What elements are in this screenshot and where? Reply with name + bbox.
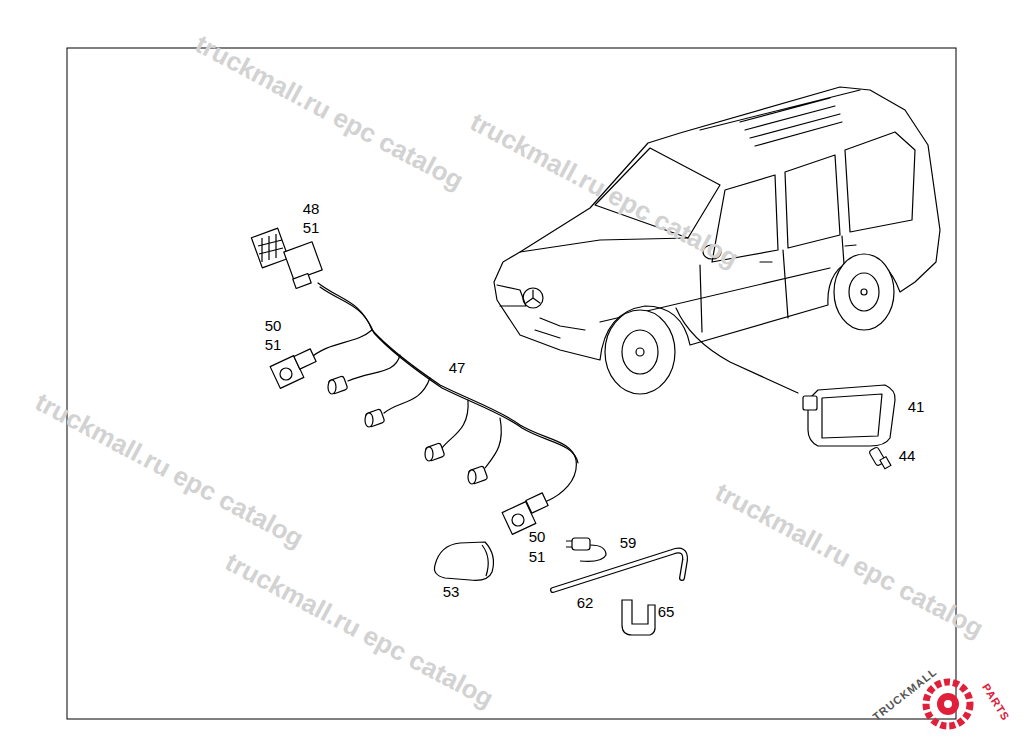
side-marker-lamp (803, 385, 895, 446)
connectors (251, 228, 548, 534)
watermark-text: truckmall.ru epc catalog (222, 548, 498, 711)
logo-text: PARTS (980, 682, 1011, 723)
callout-number: 62 (577, 595, 594, 610)
callout-number: 44 (899, 448, 916, 463)
callout-number: 50 (529, 529, 546, 544)
frame (67, 48, 956, 719)
watermark-text: truckmall.ru epc catalog (32, 388, 308, 551)
callout-number: 51 (265, 337, 282, 352)
wiring-harness (308, 283, 578, 502)
callout-number: 53 (443, 584, 460, 599)
callout-number: 59 (620, 535, 637, 550)
callout-number: 41 (908, 399, 925, 414)
callout-number: 50 (265, 318, 282, 333)
callout-number: 51 (529, 549, 546, 564)
callout-number: 51 (303, 220, 320, 235)
callout-number: 47 (449, 360, 466, 375)
fog-lamp (434, 542, 493, 580)
bulb-with-wire (566, 538, 606, 561)
watermark-text: truckmall.ru epc catalog (192, 30, 468, 193)
callout-number: 65 (658, 604, 675, 619)
logo-text: TRUCKMALL (871, 666, 939, 723)
watermark-text: truckmall.ru epc catalog (712, 478, 988, 641)
callout-number: 48 (303, 201, 320, 216)
bulb (869, 447, 891, 469)
watermark-text: truckmall.ru epc catalog (467, 108, 743, 271)
tube (553, 551, 685, 590)
logo-gear (926, 682, 970, 726)
clip (622, 600, 655, 635)
